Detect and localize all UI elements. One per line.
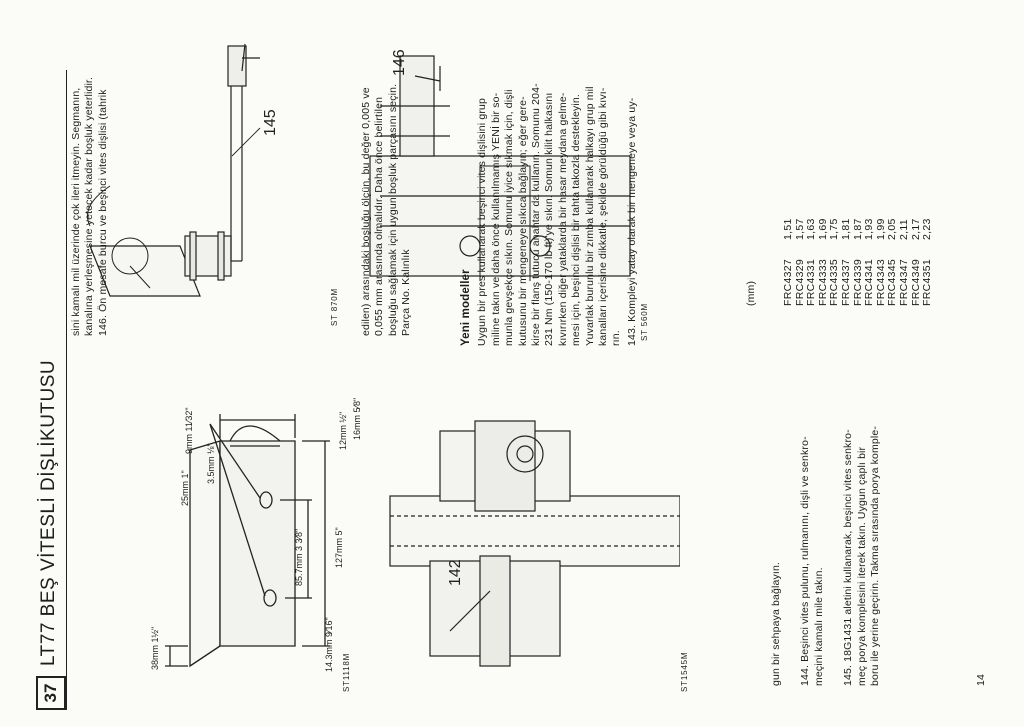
dim-85mm: 85.7mm 3 3⁄8" [294, 529, 304, 586]
text-block-146-part2: edilen) arasındaki boşluğu ölçün, bu değ… [360, 83, 413, 336]
page-number-box: 37 [36, 676, 66, 710]
callout-146: 146 [391, 49, 408, 76]
feeler-gauge-drawing: 146 [369, 49, 631, 281]
heading-yeni-modeller: Yeni modeller [460, 269, 472, 346]
page-title: LT77 BEŞ VİTESLİ DİŞLİKUTUSU [38, 359, 59, 666]
dim-127mm: 127mm 5" [334, 527, 344, 568]
item-143: 143. Kompleyi yatay olarak bir mengeneye… [625, 97, 638, 346]
dim-25mm: 25mm 1" [180, 470, 190, 506]
dim-9mm: 9mm 11⁄32" [184, 407, 194, 454]
synchro-hub-drawing: 142 [389, 420, 680, 667]
footer-page-number: 14 [975, 674, 987, 686]
figure-label-st560m: ST 560M [640, 303, 649, 341]
figure-label-st1545m: ST1545M [680, 651, 689, 692]
text-block-146-part1: sini kamalı mil üzerinde çok ileri itmey… [70, 76, 109, 336]
title-band: 37 LT77 BEŞ VİTESLİ DİŞLİKUTUSU [36, 70, 67, 710]
paragraph-new-models: Uygun bir pres kullanarak beşinci vites … [476, 83, 623, 346]
tool-plate-drawing: 38mm 1½" 14.3mm 9⁄16" 85.7mm 3 3⁄8" 127m… [150, 398, 362, 672]
press-tool-drawing: 145 [87, 43, 279, 297]
callout-142: 142 [447, 559, 464, 586]
figure-label-st1118m: ST1118M [342, 652, 351, 692]
unit-mm: (mm) [745, 280, 757, 306]
dim-16mm: 16mm 5⁄8" [352, 398, 362, 440]
callout-145: 145 [262, 109, 279, 136]
dim-14mm: 14.3mm 9⁄16" [324, 617, 334, 672]
text-block-144-145: gun bir sehpaya bağlayın. 144. Beşinci v… [770, 425, 882, 686]
text-block-new-models: Yeni modeller Uygun bir pres kullanarak … [460, 56, 639, 346]
dim-38mm: 38mm 1½" [150, 627, 160, 670]
figure-label-st870m: ST 870M [330, 288, 339, 326]
dim-3-5mm: 3.5mm ⅛" [206, 443, 216, 484]
dim-12mm: 12mm ½" [338, 412, 348, 450]
